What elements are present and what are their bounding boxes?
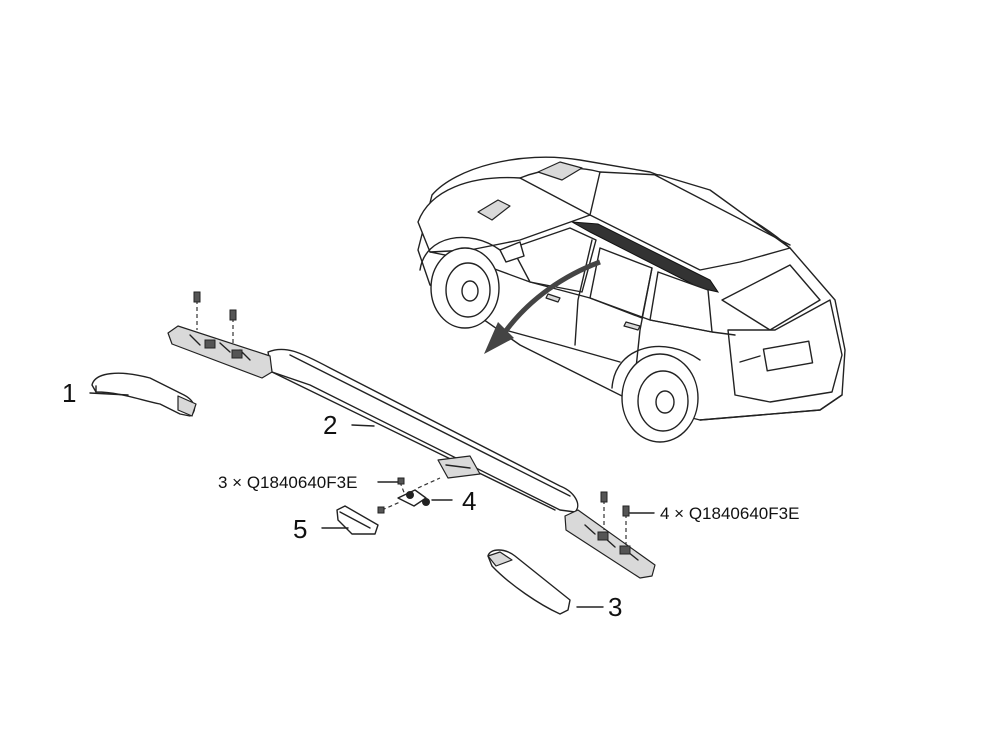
rail-mount-left: [167, 325, 273, 379]
callout-5: 5: [293, 514, 307, 544]
end-cover-part-3: [487, 549, 571, 615]
callout-3: 3: [608, 592, 622, 622]
detail-arrow: [484, 259, 601, 354]
fastener-spec-left: 3 × Q1840640F3E: [218, 473, 357, 492]
small-cover-part-5: [336, 505, 379, 535]
callout-1: 1: [62, 378, 76, 408]
roof-rail-part-2: [267, 348, 579, 513]
screw-group-left: [193, 291, 237, 345]
suv-illustration: [417, 156, 846, 443]
fastener-spec-right: 4 × Q1840640F3E: [660, 504, 799, 523]
rail-mount-right: [564, 509, 656, 579]
clip-part-4: [377, 477, 441, 514]
end-cover-part-1: [91, 372, 197, 417]
callout-4: 4: [462, 486, 476, 516]
callout-2: 2: [323, 410, 337, 440]
screw-group-right: [600, 491, 630, 545]
leader-lines: [89, 392, 655, 608]
